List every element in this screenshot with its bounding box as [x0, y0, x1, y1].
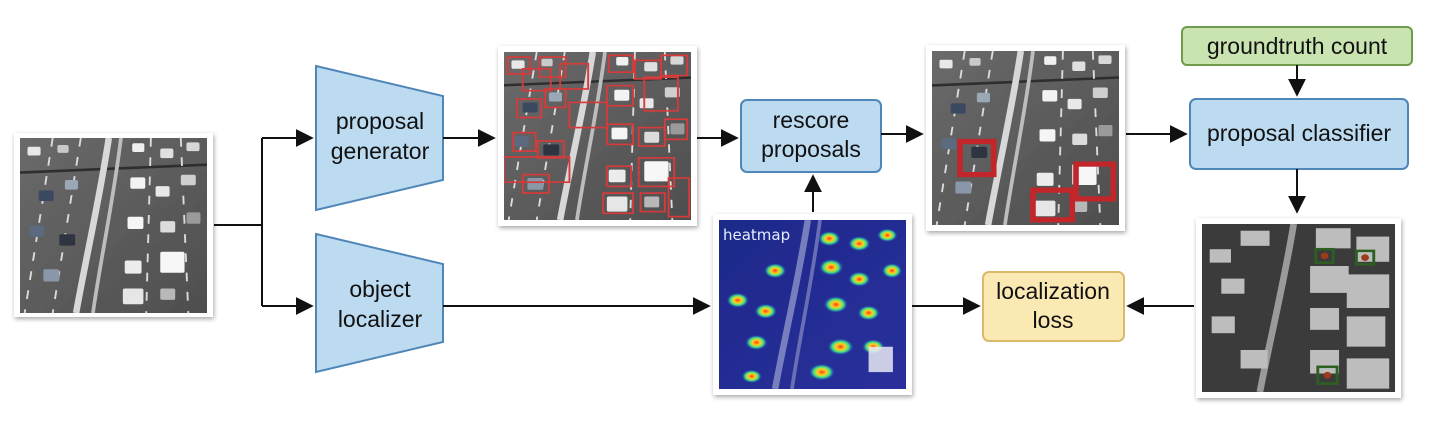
proposals-image	[498, 46, 697, 226]
proposal-generator-label-1: proposal	[336, 108, 424, 134]
groundtruth-count-node: groundtruth count	[1181, 26, 1413, 66]
rescore-proposals-label-1: rescore	[773, 107, 850, 133]
proposal-classifier-node: proposal classifier	[1189, 98, 1409, 170]
proposal-generator-node: proposal generator	[315, 64, 444, 212]
proposal-classifier-label: proposal classifier	[1207, 120, 1391, 146]
object-localizer-shape	[315, 232, 444, 374]
heatmap-image: heatmap	[713, 214, 912, 395]
groundtruth-count-label: groundtruth count	[1207, 33, 1388, 59]
input-image	[14, 133, 213, 317]
localization-loss-label-1: localization	[996, 278, 1110, 304]
masked-image	[1196, 218, 1401, 398]
object-localizer-label-2: localizer	[338, 306, 423, 332]
localization-loss-node: localization loss	[982, 271, 1125, 342]
connectors	[214, 65, 1306, 315]
rescored-image	[926, 45, 1125, 231]
object-localizer-node: object localizer	[315, 232, 444, 374]
proposal-generator-label-2: generator	[331, 138, 430, 164]
rescore-proposals-label-2: proposals	[761, 136, 861, 162]
rescore-proposals-node: rescore proposals	[740, 99, 882, 173]
object-localizer-label-1: object	[349, 276, 411, 302]
proposal-generator-shape	[315, 64, 444, 212]
edge-input-split	[214, 138, 263, 306]
localization-loss-label-2: loss	[1033, 307, 1074, 333]
heatmap-label: heatmap	[723, 226, 790, 244]
